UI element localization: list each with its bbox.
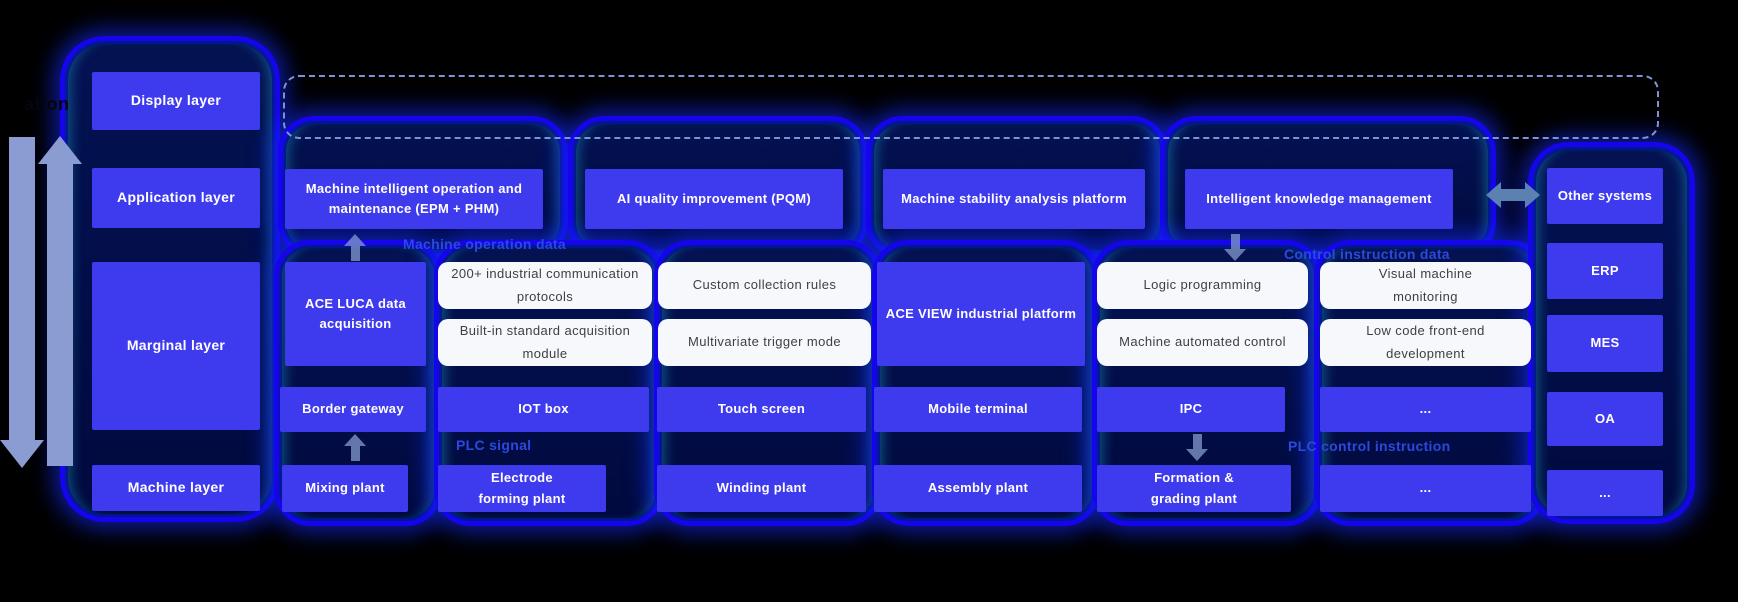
layer-box-application: Application layer (92, 168, 260, 228)
app-box-knowledge: Intelligent knowledge management (1185, 169, 1453, 229)
device-box-ipc: IPC (1097, 387, 1285, 432)
cropped-left-text: ation (24, 94, 70, 114)
external-box-oa: OA (1547, 392, 1663, 446)
app-box-pqm: AI quality improvement (PQM) (585, 169, 843, 229)
feature-box-trigger-mode: Multivariate trigger mode (658, 319, 871, 366)
feature-box-visual-monitoring: Visual machine monitoring (1320, 262, 1531, 309)
arrow-head (0, 440, 44, 468)
data-up-arrow (38, 136, 82, 466)
flow-down-arrow-icon (1186, 434, 1208, 461)
flow-label-machine-operation-data: Machine operation data (403, 236, 566, 252)
external-box-erp: ERP (1547, 243, 1663, 299)
device-box-mobile-terminal: Mobile terminal (874, 387, 1082, 432)
arrow-head (38, 136, 82, 164)
feature-box-low-code: Low code front-end development (1320, 319, 1531, 366)
box-ace-view: ACE VIEW industrial platform (877, 262, 1085, 366)
device-box-border-gateway: Border gateway (280, 387, 426, 432)
display-layer-dashed-outline (283, 75, 1659, 139)
arrow-shaft (9, 137, 35, 440)
feature-box-acquisition-module: Built-in standard acquisition module (438, 319, 652, 366)
layer-box-machine: Machine layer (92, 465, 260, 511)
external-box-mes: MES (1547, 315, 1663, 372)
flow-label-plc-signal: PLC signal (456, 437, 532, 453)
device-box-iot-box: IOT box (438, 387, 649, 432)
machine-box-winding-plant: Winding plant (657, 465, 866, 512)
machine-box-electrode-forming: Electrode forming plant (438, 465, 606, 512)
feature-box-protocols: 200+ industrial communication protocols (438, 262, 652, 309)
layer-box-display: Display layer (92, 72, 260, 130)
flow-down-arrow-icon (1224, 234, 1246, 261)
feature-box-logic-programming: Logic programming (1097, 262, 1308, 309)
app-box-epm-phm: Machine intelligent operation and mainte… (285, 169, 543, 229)
feature-box-collection-rules: Custom collection rules (658, 262, 871, 309)
data-down-arrow (0, 137, 44, 468)
arrow-shaft (47, 164, 73, 466)
external-box-other-systems: Other systems (1547, 168, 1663, 224)
device-box-touch-screen: Touch screen (657, 387, 866, 432)
feature-box-automated-control: Machine automated control (1097, 319, 1308, 366)
flow-up-arrow-icon (344, 434, 366, 461)
box-ace-luca: ACE LUCA data acquisition (285, 262, 426, 366)
flow-label-plc-control-instruction: PLC control instruction (1288, 438, 1451, 454)
flow-up-arrow-icon (344, 234, 366, 261)
machine-box-mixing-plant: Mixing plant (282, 465, 408, 512)
bidirectional-arrow-icon (1486, 182, 1540, 208)
external-box-ellipsis: ... (1547, 470, 1663, 516)
machine-box-formation-grading: Formation & grading plant (1097, 465, 1291, 512)
device-box-ellipsis: ... (1320, 387, 1531, 432)
machine-box-assembly-plant: Assembly plant (874, 465, 1082, 512)
flow-label-control-instruction-data: Control instruction data (1284, 246, 1450, 262)
machine-box-ellipsis: ... (1320, 465, 1531, 512)
layer-box-marginal: Marginal layer (92, 262, 260, 430)
app-box-stability: Machine stability analysis platform (883, 169, 1145, 229)
